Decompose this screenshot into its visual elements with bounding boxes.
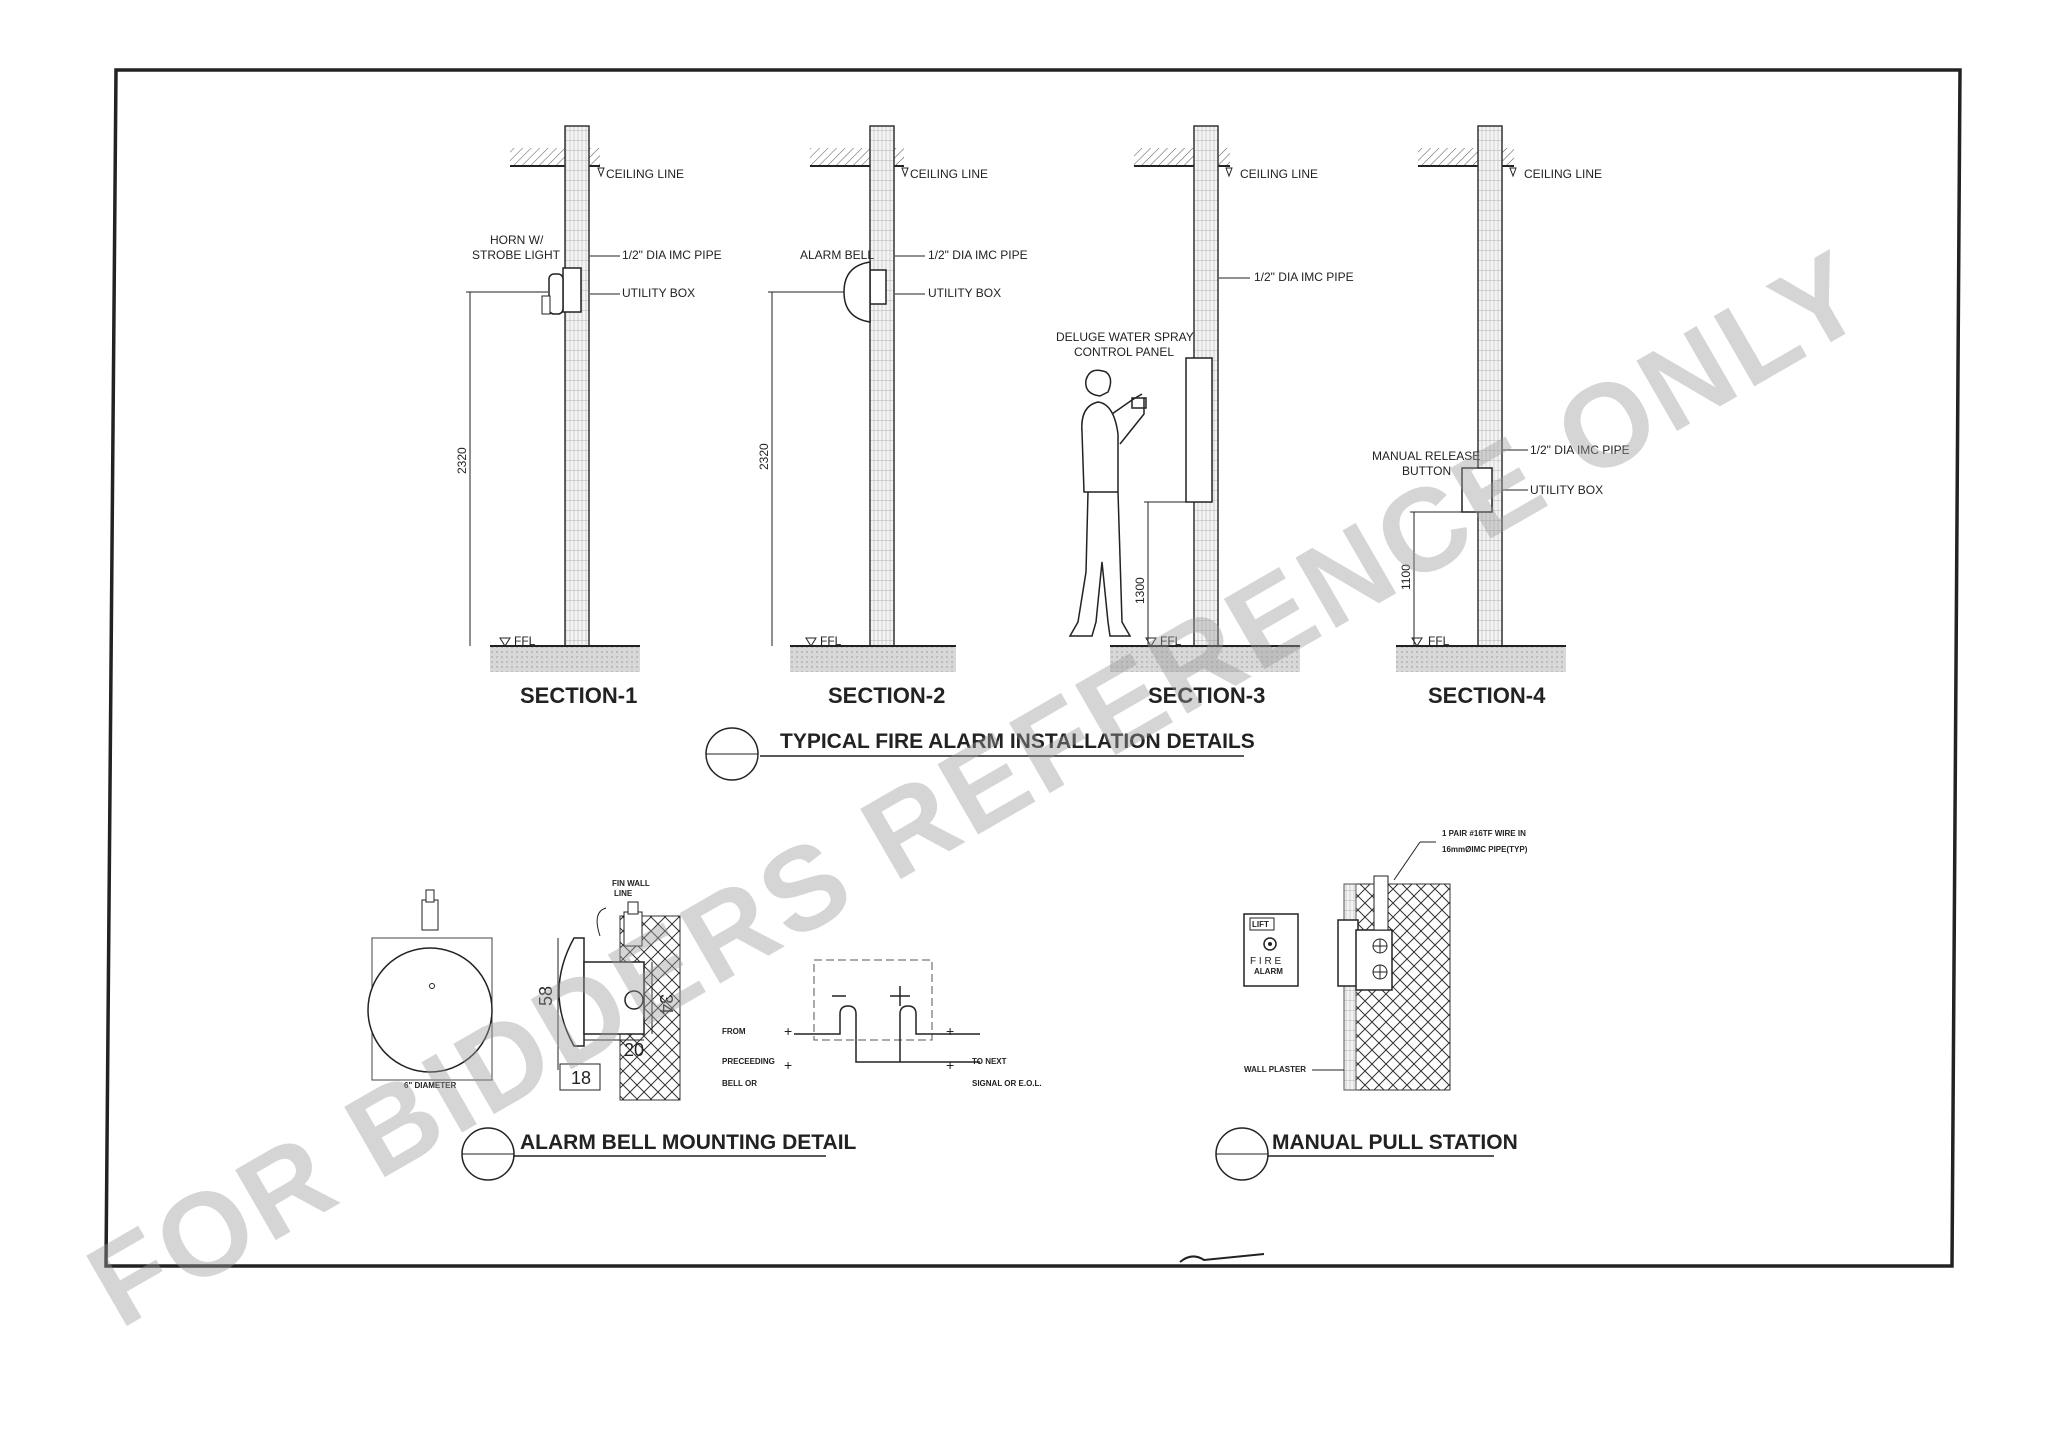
fire-label: F I R E bbox=[1250, 956, 1281, 967]
section-4: CEILING LINE MANUAL RELEASE BUTTON 1/2" … bbox=[1372, 125, 1630, 708]
device-label: STROBE LIGHT bbox=[472, 248, 561, 262]
bell-detail-title: ALARM BELL MOUNTING DETAIL bbox=[520, 1131, 857, 1154]
device-label: DELUGE WATER SPRAY bbox=[1056, 330, 1194, 344]
section-title: SECTION-4 bbox=[1428, 683, 1546, 708]
utility-box-label: UTILITY BOX bbox=[1530, 483, 1603, 497]
wire-label: 16mmØIMC PIPE(TYP) bbox=[1442, 845, 1528, 854]
wall-line-label: LINE bbox=[614, 889, 633, 898]
height-dimension: 1100 bbox=[1399, 564, 1413, 590]
dim-20: 20 bbox=[624, 1040, 644, 1060]
manual-pull-station-detail: 1 PAIR #16TF WIRE IN 16mmØIMC PIPE(TYP) … bbox=[1215, 829, 1528, 1181]
person-figure bbox=[1068, 369, 1147, 637]
section-3: CEILING LINE 1/2" DIA IMC PIPE DELUGE WA… bbox=[1056, 125, 1354, 708]
svg-text:+: + bbox=[784, 1057, 792, 1073]
diameter-label: 6" DIAMETER bbox=[404, 1081, 456, 1090]
ffl-label: FFL bbox=[820, 634, 842, 648]
dim-34: 34 bbox=[656, 994, 676, 1014]
ceiling-line-label: CEILING LINE bbox=[606, 167, 684, 181]
device-label: HORN W/ bbox=[490, 233, 544, 247]
from-label: FROM bbox=[722, 1027, 746, 1036]
ffl-label: FFL bbox=[1160, 634, 1182, 648]
device-label: MANUAL RELEASE bbox=[1372, 449, 1480, 463]
pipe-label: 1/2" DIA IMC PIPE bbox=[1254, 270, 1354, 284]
dim-18: 18 bbox=[571, 1068, 591, 1088]
dim-58: 58 bbox=[536, 986, 556, 1006]
pipe-label: 1/2" DIA IMC PIPE bbox=[928, 248, 1028, 262]
section-title: SECTION-1 bbox=[520, 683, 637, 708]
height-dimension: 1300 bbox=[1133, 577, 1147, 604]
wall-line-label: FIN WALL bbox=[612, 879, 650, 888]
alarm-label: ALARM bbox=[1254, 967, 1283, 976]
alarm-bell-mounting-detail: 6" DIAMETER 58 34 20 18 FIN WALL LINE + … bbox=[367, 879, 1042, 1181]
pull-station-title: MANUAL PULL STATION bbox=[1272, 1131, 1518, 1154]
wire-label: 1 PAIR #16TF WIRE IN bbox=[1442, 829, 1526, 838]
svg-text:+: + bbox=[946, 1057, 954, 1073]
section-1: CEILING LINE HORN W/ STROBE LIGHT 1/2" D… bbox=[455, 125, 722, 708]
from-label: BELL OR bbox=[722, 1079, 757, 1088]
height-dimension: 2320 bbox=[455, 447, 469, 474]
device-label: CONTROL PANEL bbox=[1074, 345, 1174, 359]
device-label: BUTTON bbox=[1402, 464, 1451, 478]
height-dimension: 2320 bbox=[757, 443, 771, 470]
lift-label: LIFT bbox=[1252, 920, 1269, 929]
svg-text:+: + bbox=[784, 1023, 792, 1039]
ceiling-line-label: CEILING LINE bbox=[1240, 167, 1318, 181]
ffl-label: FFL bbox=[1428, 634, 1450, 648]
ceiling-line-label: CEILING LINE bbox=[1524, 167, 1602, 181]
utility-box-label: UTILITY BOX bbox=[928, 286, 1001, 300]
svg-text:+: + bbox=[946, 1023, 954, 1039]
sheet-border bbox=[104, 68, 1962, 1268]
ceiling-line-label: CEILING LINE bbox=[910, 167, 988, 181]
main-title: TYPICAL FIRE ALARM INSTALLATION DETAILS bbox=[780, 730, 1255, 753]
pipe-label: 1/2" DIA IMC PIPE bbox=[1530, 443, 1630, 457]
main-title-block: TYPICAL FIRE ALARM INSTALLATION DETAILS bbox=[705, 727, 1255, 781]
plaster-label: WALL PLASTER bbox=[1244, 1065, 1306, 1074]
section-title: SECTION-2 bbox=[828, 683, 945, 708]
watermark-text: FOR BIDDERS REFERENCE ONLY bbox=[67, 225, 1889, 1353]
from-label: PRECEEDING bbox=[722, 1057, 775, 1066]
device-label: ALARM BELL bbox=[800, 248, 874, 262]
section-title: SECTION-3 bbox=[1148, 683, 1265, 708]
utility-box-label: UTILITY BOX bbox=[622, 286, 695, 300]
section-2: CEILING LINE ALARM BELL 1/2" DIA IMC PIP… bbox=[757, 125, 1028, 708]
ffl-label: FFL bbox=[514, 634, 536, 648]
pipe-label: 1/2" DIA IMC PIPE bbox=[622, 248, 722, 262]
to-label: SIGNAL OR E.O.L. bbox=[972, 1079, 1042, 1088]
to-label: TO NEXT bbox=[972, 1057, 1007, 1066]
